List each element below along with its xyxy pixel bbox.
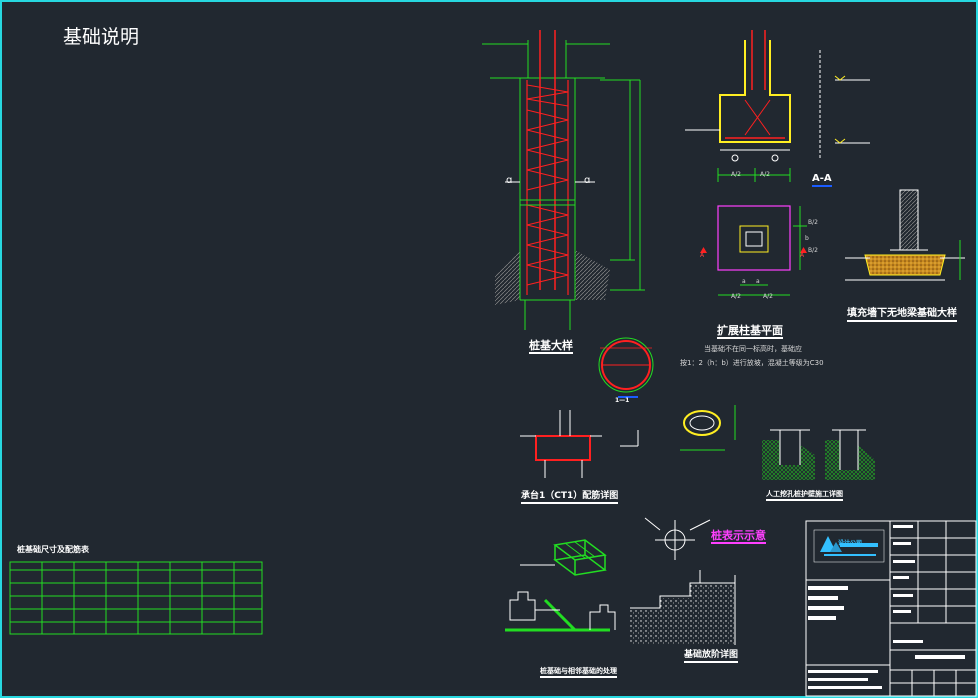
expanded-base-plan-label: 扩展柱基平面 xyxy=(717,324,783,339)
pile-table-title: 桩基础尺寸及配筋表 xyxy=(17,545,89,554)
pile-size-table xyxy=(9,561,263,635)
plan-dim-b: b xyxy=(805,235,809,242)
plan-dim-a2-right: A/2 xyxy=(763,293,773,300)
base-note-line-2: 按1：2（h：b）进行放坡，混凝土等级为C30 xyxy=(680,359,824,367)
plan-dim-b2-top: B/2 xyxy=(808,219,818,226)
excavated-pile-wall-drawing xyxy=(762,429,875,480)
pile-schematic-label: 桩表示示意 xyxy=(711,529,766,544)
plan-dim-a2-left: A/2 xyxy=(731,293,741,300)
step-base-drawing xyxy=(630,570,736,645)
company-logo xyxy=(813,529,885,563)
pile-schematic-drawing xyxy=(644,517,711,560)
wall-base-detail-label: 填充墙下无地梁基础大样 xyxy=(847,309,957,322)
cap-detail-drawing xyxy=(520,410,639,478)
dim-a2-left: A/2 xyxy=(731,171,741,178)
plan-dim-a-right: a xyxy=(756,278,760,285)
pile-detail-drawing xyxy=(482,30,645,330)
section-aa-label: A-A xyxy=(812,174,832,187)
plan-dim-a-left: a xyxy=(742,278,746,285)
section-marker-a-left: A xyxy=(700,252,705,259)
cut-mark-left: ɑ xyxy=(506,175,513,186)
section-aa-drawing xyxy=(685,30,870,182)
plan-dim-b2-bottom: B/2 xyxy=(808,247,818,254)
title-block xyxy=(805,520,977,697)
cut-mark-right: ɑ xyxy=(584,175,591,186)
pile-detail-label: 桩基大样 xyxy=(529,339,573,354)
section-marker-a-right: A xyxy=(800,252,805,259)
pit-section-drawing xyxy=(680,405,736,451)
section-marker: 1—1 xyxy=(615,397,630,404)
slope-base-label: 桩基础与相邻基础的处理 xyxy=(540,668,617,678)
step-base-label: 基础放阶详图 xyxy=(684,651,739,663)
dim-a2-right: A/2 xyxy=(760,171,770,178)
pile-circle-section xyxy=(598,337,654,398)
wall-base-detail-drawing xyxy=(845,189,965,281)
expanded-base-plan-drawing xyxy=(700,205,807,296)
slope-base-drawing xyxy=(505,591,616,632)
rebar-cage-drawing xyxy=(520,539,607,576)
base-note-line-1: 当基础不在同一标高时，基础应 xyxy=(704,345,802,353)
sheet-title: 基础说明 xyxy=(63,26,140,48)
cap-detail-label: 承台1（CT1）配筋详图 xyxy=(521,492,619,504)
logo-text: 设计公司 xyxy=(838,540,863,547)
pit-detail-label: 人工挖孔桩护壁施工详图 xyxy=(766,491,843,501)
